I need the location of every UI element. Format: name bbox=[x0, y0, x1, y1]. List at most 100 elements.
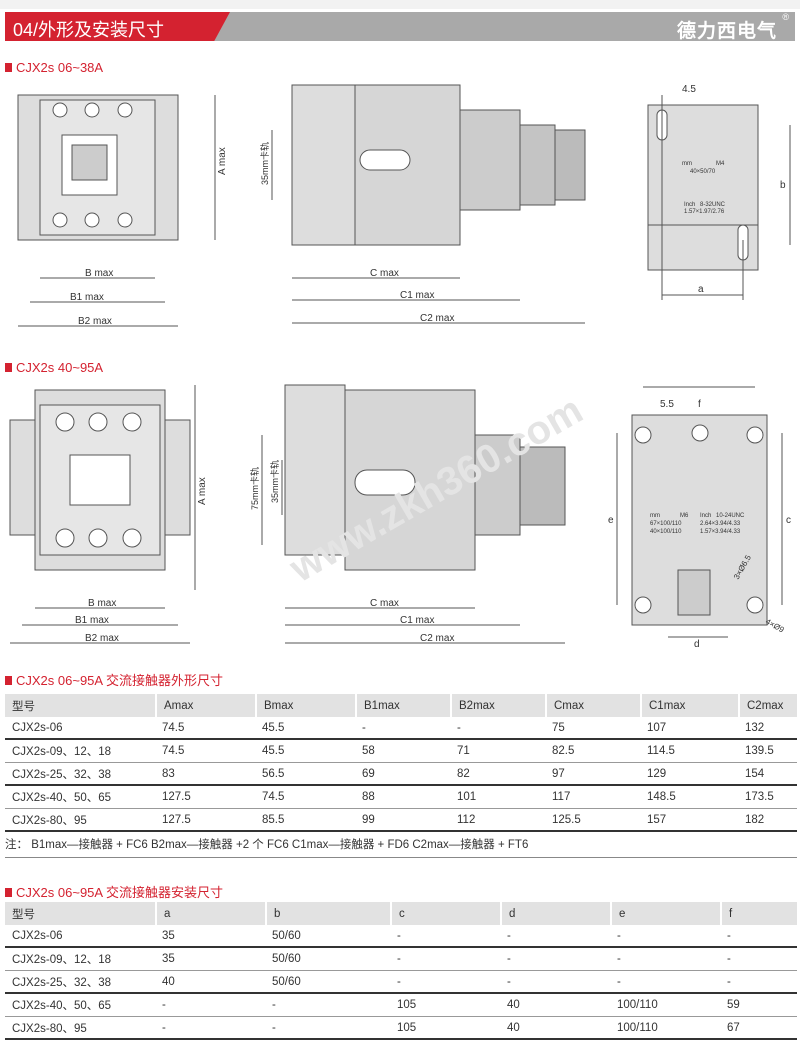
table-cell: - bbox=[355, 717, 450, 740]
table-cell: 50/60 bbox=[265, 948, 390, 971]
table-cell: - bbox=[610, 925, 720, 948]
col-header: C1max bbox=[640, 694, 738, 717]
table-cell: 69 bbox=[355, 763, 450, 786]
table-cell: - bbox=[720, 948, 797, 971]
col-header: Bmax bbox=[255, 694, 355, 717]
c2max-label: C2 max bbox=[420, 313, 454, 324]
side-view: 35mm卡轨 C max C1 max C2 max bbox=[259, 84, 586, 324]
table-cell: 97 bbox=[545, 763, 640, 786]
table-cell: 40 bbox=[500, 1017, 610, 1040]
table-cell: - bbox=[390, 971, 500, 994]
bmax-label: B max bbox=[85, 268, 113, 279]
mount-unc: 8-32UNC bbox=[700, 202, 726, 208]
dim-5-5: 5.5 bbox=[660, 399, 674, 410]
table1-note: 注： B1max—接触器 + FC6 B2max—接触器 +2 个 FC6 C1… bbox=[5, 836, 797, 858]
section-title-40-95a: CJX2s 40~95A bbox=[5, 360, 103, 375]
table-cell: - bbox=[390, 948, 500, 971]
table-cell: CJX2s-06 bbox=[5, 717, 155, 740]
header-red-block bbox=[5, 12, 230, 41]
table-cell: 107 bbox=[640, 717, 738, 740]
table-cell: 45.5 bbox=[255, 717, 355, 740]
mount-in1: 2.64×3.94/4.33 bbox=[700, 521, 741, 527]
col-header: a bbox=[155, 902, 265, 925]
table-cell: - bbox=[500, 925, 610, 948]
col-header: c bbox=[390, 902, 500, 925]
table-cell: 40 bbox=[155, 971, 265, 994]
page-title: 04/外形及安装尺寸 bbox=[13, 20, 165, 40]
col-header: B1max bbox=[355, 694, 450, 717]
col-header: C2max bbox=[738, 694, 797, 717]
table-cell: 112 bbox=[450, 809, 545, 832]
front-view: B max B1 max B2 max A max bbox=[9, 385, 208, 644]
section-title-06-38a: CJX2s 06~38A bbox=[5, 60, 103, 75]
b1max-label: B1 max bbox=[75, 615, 109, 626]
drawing-06-38a: B max B1 max B2 max A max 35mm卡轨 C max C… bbox=[17, 84, 791, 327]
mount-mm1: 67×100/110 bbox=[650, 521, 682, 527]
table-cell: - bbox=[500, 948, 610, 971]
table-cell: - bbox=[155, 994, 265, 1017]
table-cell: 75 bbox=[545, 717, 640, 740]
table-cell: 40 bbox=[500, 994, 610, 1017]
c1max-label: C1 max bbox=[400, 615, 434, 626]
table-cell: 182 bbox=[738, 809, 797, 832]
table-cell: 100/110 bbox=[610, 994, 720, 1017]
table-cell: 67 bbox=[720, 1017, 797, 1040]
dim-a: a bbox=[698, 284, 704, 295]
hole-4x9: 4×Ø9 bbox=[764, 617, 786, 635]
mount-unc: 10-24UNC bbox=[716, 513, 745, 519]
page-header: 04/外形及安装尺寸 德力西电气 ® bbox=[5, 12, 795, 42]
table-cell: 35 bbox=[155, 925, 265, 948]
rail75-label: 75mm卡轨 bbox=[249, 467, 260, 510]
table-cell: 45.5 bbox=[255, 740, 355, 763]
table-cell: 117 bbox=[545, 786, 640, 809]
table-cell: 85.5 bbox=[255, 809, 355, 832]
table-cell: - bbox=[610, 971, 720, 994]
table-cell: CJX2s-09、12、18 bbox=[5, 948, 155, 971]
table-cell: - bbox=[720, 925, 797, 948]
table-cell: 74.5 bbox=[155, 717, 255, 740]
table-cell: - bbox=[500, 971, 610, 994]
table-cell: CJX2s-25、32、38 bbox=[5, 971, 155, 994]
table-cell: 100/110 bbox=[610, 1017, 720, 1040]
amax-label: A max bbox=[197, 477, 208, 505]
table-cell: 148.5 bbox=[640, 786, 738, 809]
table-cell: - bbox=[610, 948, 720, 971]
table-cell: 129 bbox=[640, 763, 738, 786]
mount-mm2: 40×100/110 bbox=[650, 529, 682, 535]
front-view: B max B1 max B2 max A max bbox=[17, 94, 228, 327]
b2max-label: B2 max bbox=[85, 633, 119, 644]
table-cell: 132 bbox=[738, 717, 797, 740]
table-cell: CJX2s-09、12、18 bbox=[5, 740, 155, 763]
table-cell: CJX2s-80、95 bbox=[5, 1017, 155, 1040]
mount-m6: M6 bbox=[680, 513, 689, 519]
brand-logo: 德力西电气 bbox=[676, 21, 777, 42]
table-cell: 59 bbox=[720, 994, 797, 1017]
table-cell: CJX2s-40、50、65 bbox=[5, 994, 155, 1017]
table-cell: 82.5 bbox=[545, 740, 640, 763]
table-cell: - bbox=[720, 971, 797, 994]
table-cell: 50/60 bbox=[265, 925, 390, 948]
col-header: 型号 bbox=[5, 694, 155, 717]
table-cell: 114.5 bbox=[640, 740, 738, 763]
table-cell: 173.5 bbox=[738, 786, 797, 809]
side-view: 75mm卡轨 35mm卡轨 C max C1 max C2 max bbox=[249, 384, 566, 644]
mount-inch: Inch bbox=[700, 513, 711, 519]
c1max-label: C1 max bbox=[400, 290, 434, 301]
table-cell: 88 bbox=[355, 786, 450, 809]
bmax-label: B max bbox=[88, 598, 116, 609]
table-cell: 58 bbox=[355, 740, 450, 763]
mount-mm: mm bbox=[650, 513, 660, 519]
table-cell: 139.5 bbox=[738, 740, 797, 763]
table-cell: 127.5 bbox=[155, 786, 255, 809]
top-band bbox=[0, 0, 800, 9]
table-cell: 35 bbox=[155, 948, 265, 971]
dim-d: d bbox=[694, 639, 700, 650]
table-cell: 105 bbox=[390, 994, 500, 1017]
